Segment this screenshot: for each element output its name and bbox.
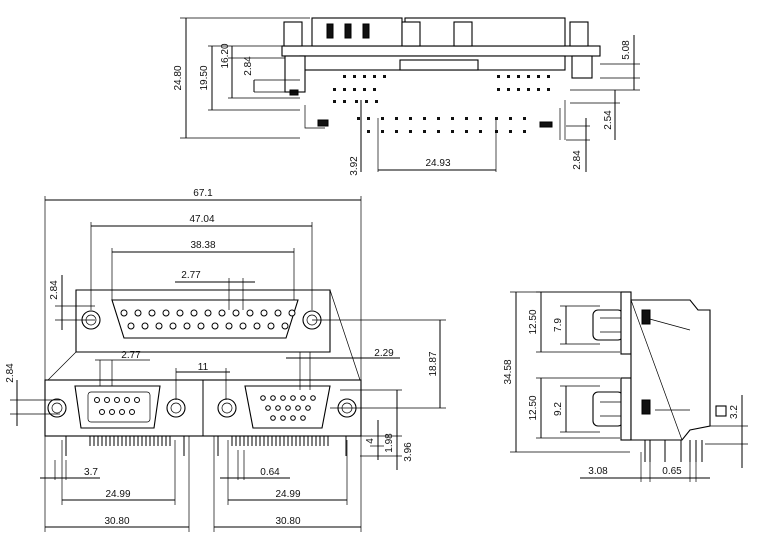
dim-top-24-93: 24.93 [425,158,450,169]
front-body-slopes [47,289,361,381]
side-upper-shell [592,309,624,341]
dim-front-2-84-left: 2.84 [5,363,16,383]
side-solder-tails [644,440,703,462]
dim-side-0-65: 0.65 [662,466,682,477]
dim-front-11: 11 [198,362,209,373]
top-left-clip [317,119,329,127]
dim-side-3-2: 3.2 [729,405,740,419]
dim-side-12-50-top: 12.50 [528,309,539,334]
dim-front-4: 4 [365,438,376,444]
top-screw-4 [569,21,589,47]
side-lower-latch [641,399,651,415]
top-screw-1 [283,21,303,47]
dim-front-38-38: 38.38 [190,240,215,251]
dim-front-67-1: 67.1 [193,188,213,199]
dim-front-24-99-left: 24.99 [105,489,130,500]
dim-front-2-77-top: 2.77 [181,270,201,281]
top-right-bracket [559,100,566,140]
top-lower-post [571,55,593,79]
dim-front-3-96: 3.96 [403,442,414,462]
top-screw-2 [401,21,421,47]
dim-front-3-7: 3.7 [84,467,98,478]
front-db9-screw-right [166,398,186,418]
dim-front-2-84-top: 2.84 [49,280,60,300]
top-contact-a [326,23,334,39]
front-view: 67.1 47.04 38.38 2.77 2.84 2.77 11 2.29 … [5,188,446,532]
side-upper-latch [641,309,651,325]
side-upper-flange [620,291,632,355]
dim-top-2-54: 2.54 [603,110,614,130]
top-dimension-lines [180,17,640,172]
dim-front-30-80-left: 30.80 [104,516,129,527]
dim-top-2-84-a: 2.84 [243,56,254,76]
top-contact-c [362,23,370,39]
dim-front-18-87: 18.87 [428,351,439,376]
top-contact-b [344,23,352,39]
front-db9-pins [94,397,140,415]
front-solder-tails [65,436,347,456]
dim-top-16-20: 16.20 [220,43,231,68]
dim-top-3-92: 3.92 [349,156,360,176]
dim-front-1-98: 1.98 [384,433,395,453]
side-dimension-lines [510,291,748,482]
front-hd15-screw-left [217,398,237,418]
top-lower-insert [399,59,479,71]
dim-front-2-77-mid: 2.77 [121,350,141,361]
dim-front-47-04: 47.04 [189,214,214,225]
top-left-post [284,55,306,93]
dim-top-2-84-b: 2.84 [572,150,583,170]
dim-top-5-08: 5.08 [621,40,632,60]
dim-front-30-80-right: 30.80 [275,516,300,527]
dim-side-9-2: 9.2 [553,402,564,416]
top-view: 24.80 19.50 16.20 2.84 5.08 2.54 2.84 3.… [173,17,640,176]
front-db9-screw-left [47,398,67,418]
top-left-bracket [304,105,325,129]
side-view: 34.58 12.50 7.9 12.50 9.2 3.2 3.08 0.65 [503,291,748,482]
front-db25-shell [111,299,299,339]
dim-front-24-99-right: 24.99 [275,489,300,500]
side-lower-flange [620,377,632,441]
dim-top-24-80: 24.80 [173,65,184,90]
dim-side-3-08: 3.08 [588,466,608,477]
dim-front-2-29: 2.29 [374,348,394,359]
dim-side-12-50-bottom: 12.50 [528,395,539,420]
top-hd-shell [404,17,566,47]
front-dimension-lines [10,196,446,532]
dim-side-7-9: 7.9 [553,318,564,332]
top-screw-3 [453,21,473,47]
top-db25-shell [311,17,403,47]
side-stub [715,405,727,417]
dim-front-0-64: 0.64 [260,467,280,478]
dim-top-19-50: 19.50 [199,65,210,90]
front-db9-shell [74,385,161,429]
side-housing-lines [630,299,691,441]
top-left-tab [289,89,299,96]
top-pin-rows [333,75,550,133]
front-hd15-pins [260,395,316,421]
side-lower-shell [592,391,624,427]
dim-side-34-58: 34.58 [503,359,514,384]
top-right-clip [539,121,553,128]
top-body-flange [281,45,601,57]
front-db25-pins [120,309,296,330]
